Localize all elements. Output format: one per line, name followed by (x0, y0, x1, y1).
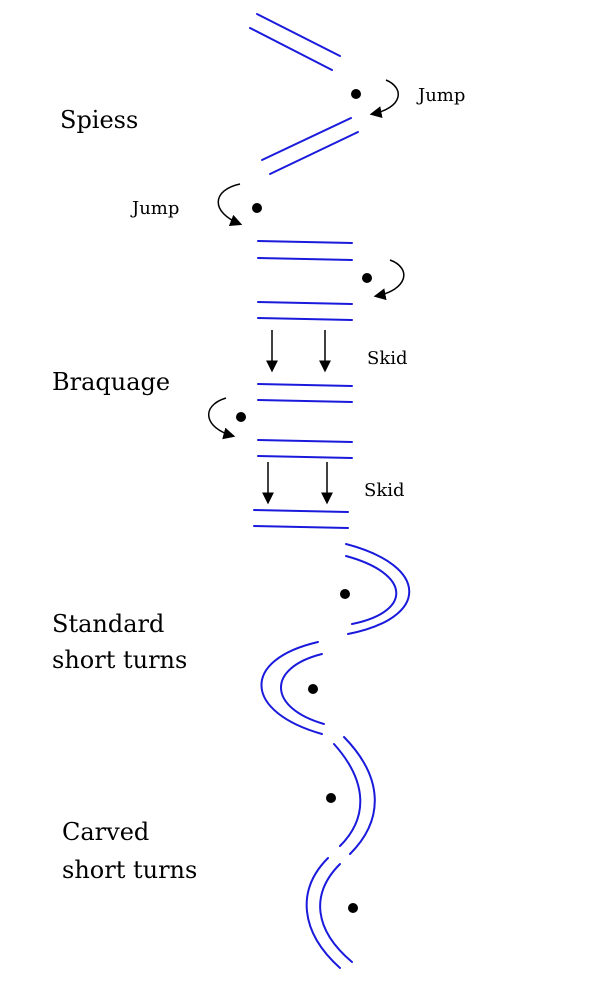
braquage-ski-1b (257, 257, 353, 261)
carved-skier-dot-2 (348, 903, 358, 913)
braquage-skid-label-1: Skid (367, 348, 408, 369)
braquage-ski-5a (253, 509, 349, 513)
label-braquage: Braquage (52, 368, 170, 396)
standard-skier-dot-2 (308, 684, 318, 694)
braquage-ski-5b (253, 525, 349, 529)
braquage-turn-arrow-1 (373, 259, 405, 301)
braquage-group: Skid Skid (207, 240, 408, 529)
spiess-group: Jump Jump (130, 13, 465, 226)
spiess-ski-1b (249, 27, 333, 71)
spiess-ski-2b (269, 131, 359, 175)
carved-ski-1b (333, 743, 362, 847)
braquage-skier-dot-1 (362, 273, 372, 283)
carved-ski-2b (319, 863, 353, 963)
standard-turns-group (260, 543, 411, 735)
standard-ski-1b (345, 555, 398, 625)
label-carved-line2: short turns (62, 856, 197, 884)
spiess-ski-1a (256, 13, 341, 57)
braquage-turn-arrow-2 (207, 397, 236, 440)
carved-turns-group (305, 736, 376, 969)
braquage-ski-2b (257, 317, 353, 321)
standard-ski-2b (280, 653, 325, 725)
label-standard-line1: Standard (52, 610, 164, 638)
braquage-ski-2a (257, 301, 353, 305)
spiess-skier-dot-1 (351, 89, 361, 99)
standard-ski-2a (260, 641, 323, 735)
braquage-skid-label-2: Skid (364, 480, 405, 501)
label-carved-line1: Carved (62, 818, 149, 846)
spiess-skier-dot-2 (252, 203, 262, 213)
spiess-ski-2a (261, 117, 352, 161)
label-standard-line2: short turns (52, 646, 187, 674)
spiess-jump-arrow-1 (369, 79, 399, 119)
braquage-ski-3b (257, 399, 353, 403)
label-spiess: Spiess (60, 106, 138, 134)
spiess-jump-arrow-2 (217, 183, 243, 226)
braquage-ski-1a (257, 240, 353, 244)
carved-ski-2a (305, 857, 341, 969)
braquage-ski-4a (257, 439, 353, 443)
braquage-ski-3a (257, 383, 353, 387)
braquage-ski-4b (257, 455, 353, 459)
carved-ski-1a (343, 736, 376, 855)
braquage-skier-dot-2 (236, 412, 246, 422)
spiess-jump-label-1: Jump (416, 85, 465, 106)
standard-ski-1a (345, 543, 411, 635)
standard-skier-dot-1 (340, 589, 350, 599)
spiess-jump-label-2: Jump (130, 198, 179, 219)
carved-skier-dot-1 (326, 793, 336, 803)
